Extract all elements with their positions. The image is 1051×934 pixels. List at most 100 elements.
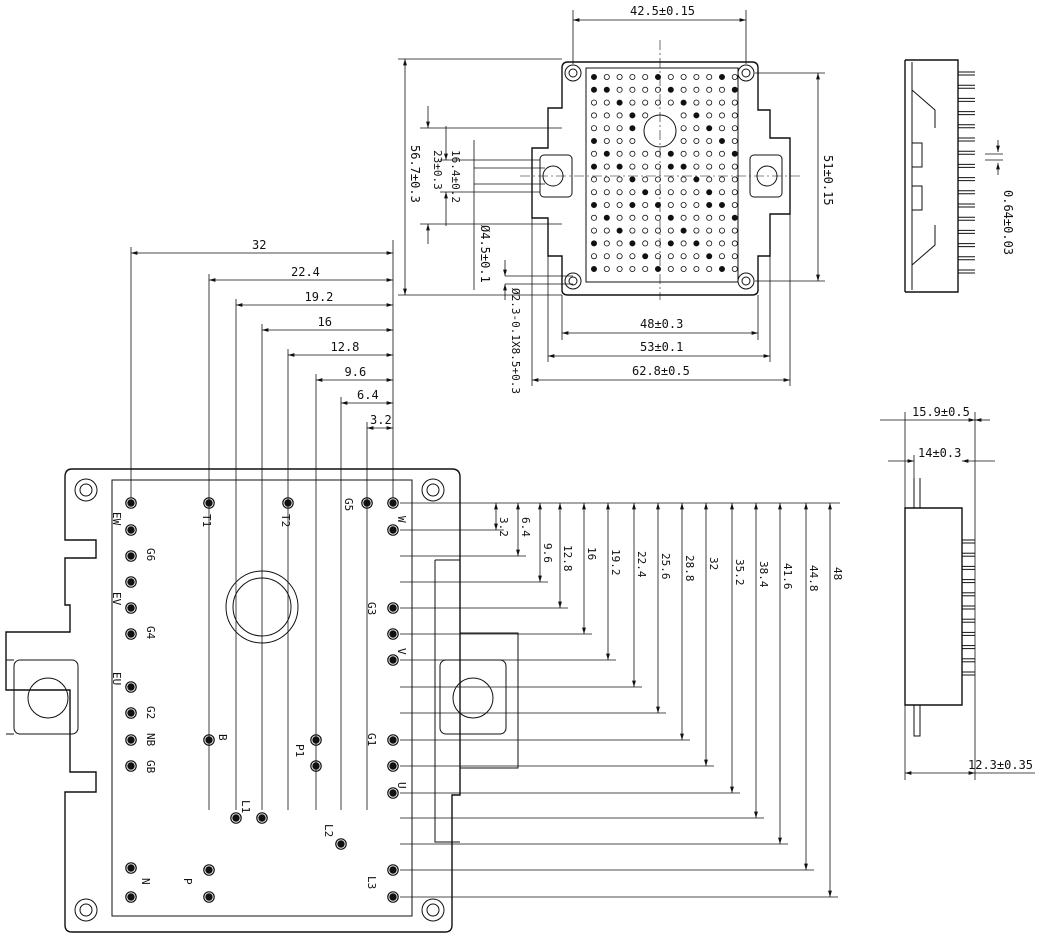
hdim-label: 9.6 [345,365,367,379]
matrix-pin [719,137,726,144]
matrix-pin [719,112,726,119]
matrix-pin [731,189,738,196]
pin-label-gb: GB [144,760,157,774]
matrix-pin [616,240,623,247]
matrix-pin [642,163,649,170]
vdim-label: 25.6 [659,553,672,580]
matrix-pin [719,125,726,132]
matrix-pin [616,125,623,132]
matrix-pin [706,163,713,170]
matrix-pin [591,137,598,144]
pin-label-top_left: EW [110,512,123,526]
matrix-pin [731,201,738,208]
matrix-pin [591,227,598,234]
matrix-pin [629,74,636,81]
matrix-pin [655,99,662,106]
matrix-pin [667,214,674,221]
top-view [520,40,800,300]
matrix-pin [603,86,610,93]
matrix-pin [667,86,674,93]
vdim-label: 38.4 [757,561,770,588]
pin-label-n: N [139,878,152,885]
matrix-pin [719,189,726,196]
matrix-pin [706,201,713,208]
matrix-pin [706,137,713,144]
pin-pad [125,524,137,536]
vdim-label: 12.8 [561,545,574,572]
side-view-top: 0.64±0.03 [904,59,1015,293]
pin-label-g6: G6 [144,548,157,561]
matrix-pin [603,240,610,247]
pin-label-p: P [181,878,194,885]
pin-pad [256,812,268,824]
vdim-label: 48 [831,567,844,580]
matrix-pin [706,189,713,196]
matrix-pin [603,265,610,272]
matrix-pin [680,176,687,183]
matrix-pin [629,253,636,260]
matrix-pin [616,163,623,170]
hdim-label: 32 [252,238,266,252]
matrix-pin [616,253,623,260]
matrix-pin [603,112,610,119]
matrix-pin [731,150,738,157]
matrix-pin [731,265,738,272]
matrix-pin [603,137,610,144]
matrix-pin [642,240,649,247]
top-corner-hole-bl [564,272,582,290]
matrix-pin [655,163,662,170]
matrix-pin [719,253,726,260]
pin-pad [125,576,137,588]
pin-pad [387,864,399,876]
matrix-pin [591,201,598,208]
matrix-pin [731,214,738,221]
matrix-pin [591,125,598,132]
matrix-pin [655,189,662,196]
matrix-pin [706,240,713,247]
matrix-pin [655,74,662,81]
pin-label-g2: G2 [144,706,157,719]
matrix-pin [591,74,598,81]
matrix-pin [655,253,662,260]
pin-pad [125,628,137,640]
matrix-pin [591,163,598,170]
pin-label-g3: G3 [365,602,378,615]
pin-label-ev: EV [110,592,123,606]
hdim-label: 3.2 [370,413,392,427]
matrix-pin [693,253,700,260]
vdim-label: 16 [585,547,598,560]
matrix-pin [731,74,738,81]
matrix-pin [731,227,738,234]
dim-pin-width: 0.64±0.03 [1001,190,1015,255]
pin-label-u: U [395,782,408,789]
matrix-pin [603,214,610,221]
matrix-pin [731,253,738,260]
matrix-pin [591,253,598,260]
matrix-pin [629,112,636,119]
matrix-pin [693,125,700,132]
matrix-pin [719,99,726,106]
matrix-pin [693,150,700,157]
hdim-label: 6.4 [357,388,379,402]
pin-pad [125,550,137,562]
matrix-pin [680,150,687,157]
pin-matrix [591,74,738,272]
matrix-pin [591,214,598,221]
pin-pad [387,760,399,772]
pin-label-l1: L1 [239,800,252,813]
matrix-pin [680,163,687,170]
matrix-pin [731,86,738,93]
matrix-pin [591,99,598,106]
pin-label-t2: T2 [279,514,292,527]
matrix-pin [629,227,636,234]
matrix-pin [591,240,598,247]
matrix-pin [642,150,649,157]
matrix-pin [591,112,598,119]
matrix-pin [680,137,687,144]
pin-pad [125,862,137,874]
vdim-label: 35.2 [733,559,746,586]
matrix-pin [719,214,726,221]
pin-pad [387,891,399,903]
matrix-pin [616,265,623,272]
